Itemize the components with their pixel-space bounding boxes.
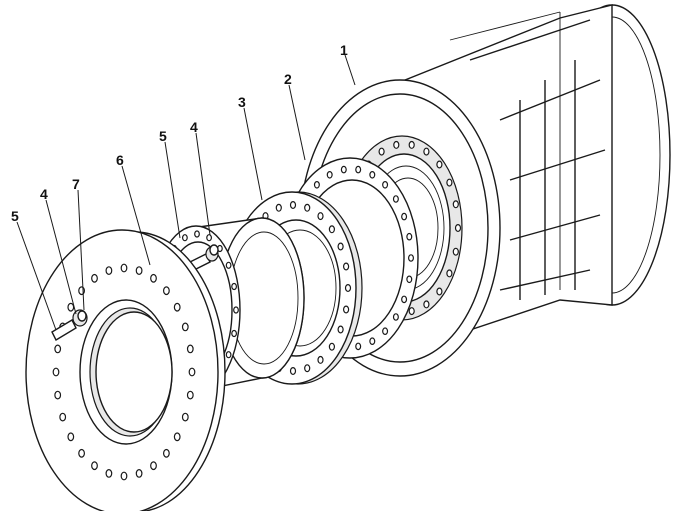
callout-5-upper: 5 (159, 128, 167, 144)
flange-3-bolt-hole (343, 262, 350, 271)
housing-bolt-hole (452, 200, 459, 209)
callout-7: 7 (72, 176, 80, 192)
bolt-part-5-lower (51, 309, 88, 341)
hub-bolt-hole (194, 230, 200, 238)
housing-bolt-hole (423, 300, 430, 309)
callout-3: 3 (238, 94, 246, 110)
ring-2-bolt-hole (392, 195, 399, 203)
housing-bolt-hole (393, 140, 400, 149)
disc-bolt-hole (186, 344, 194, 354)
disc-bolt-hole (91, 273, 98, 283)
housing-bolt-hole (454, 224, 462, 233)
disc-bolt-hole (120, 263, 128, 273)
callout-4-upper: 4 (190, 119, 198, 135)
flange-3-bolt-hole (317, 355, 324, 364)
housing-bolt-hole (423, 147, 430, 156)
disc-bolt-hole (54, 344, 62, 354)
disc-bolt-hole (150, 273, 157, 283)
disc-bolt-hole (52, 367, 60, 377)
ring-2-bolt-hole (401, 212, 408, 221)
flange-3-bolt-hole (304, 203, 311, 212)
disc-bolt-hole (135, 469, 143, 478)
hub-bolt-hole (206, 234, 213, 242)
hub-bolt-hole (231, 329, 238, 338)
flange-3-bolt-hole (289, 201, 297, 210)
flange-3-bolt-hole (304, 364, 311, 373)
disc-bolt-hole (135, 266, 143, 276)
disc-bolt-hole (162, 448, 170, 458)
ring-2-bolt-hole (401, 295, 408, 304)
flange-3-bolt-hole (328, 225, 335, 234)
disc-bolt-hole (181, 412, 189, 422)
housing-bolt-hole (452, 247, 459, 256)
hub-bolt-hole (181, 234, 188, 242)
flange-3-bolt-hole (328, 342, 335, 351)
hub-bolt-hole (231, 282, 238, 291)
ring-2-bolt-hole (326, 171, 333, 179)
disc-bolt-hole (120, 471, 128, 481)
flange-3-bolt-hole (275, 203, 282, 212)
callout-leaders (16, 54, 356, 331)
disc-bolt-hole (67, 302, 75, 312)
callout-2: 2 (284, 71, 292, 87)
ring-2-bolt-hole (382, 181, 389, 189)
disc-bolt-hole (59, 412, 67, 422)
ring-2-bolt-hole (406, 275, 413, 284)
ring-2-bolt-hole (408, 254, 415, 262)
callout-5-lower: 5 (11, 208, 19, 224)
flange-3-bolt-hole (289, 367, 297, 376)
bolt-part-5-upper (189, 244, 219, 271)
ring-2-bolt-hole (355, 165, 362, 174)
disc-bolt-hole (150, 461, 157, 471)
disc-part-7 (25, 229, 226, 511)
hub-bolt-hole (225, 261, 232, 269)
housing-bolt-hole (378, 147, 385, 156)
housing-bolt-hole (446, 178, 453, 187)
disc-bolt-holes (52, 263, 196, 481)
housing-bolt-hole (436, 160, 443, 169)
ring-2-bolt-hole (313, 181, 320, 189)
flange-3-bolt-hole (344, 284, 352, 293)
callout-4-lower: 4 (40, 186, 48, 202)
ring-2-bolt-hole (369, 337, 376, 346)
disc-bolt-hole (91, 461, 98, 471)
callout-6: 6 (116, 152, 124, 168)
ring-2-bolt-hole (355, 342, 362, 351)
housing-bolt-hole (446, 269, 453, 278)
ring-2-bolt-hole (406, 232, 413, 241)
disc-bolt-hole (188, 367, 196, 377)
disc-bolt-hole (54, 390, 62, 400)
disc-bolt-hole (67, 432, 75, 442)
hub-bolt-hole (233, 306, 239, 314)
disc-bolt-hole (173, 432, 181, 442)
disc-bolt-hole (105, 266, 113, 276)
ring-2-bolt-hole (392, 313, 399, 321)
ring-2-bolt-hole (369, 171, 376, 179)
disc-bolt-hole (162, 286, 170, 296)
callout-1: 1 (340, 42, 348, 58)
disc-bolt-hole (181, 322, 189, 332)
flange-3-bolt-hole (317, 212, 324, 221)
disc-bolt-hole (105, 469, 113, 478)
ring-2-bolt-hole (382, 327, 389, 336)
ring-2-bolt-hole (340, 165, 347, 174)
flange-3-bolt-hole (343, 305, 350, 314)
disc-bolt-hole (78, 448, 85, 458)
disc-bolt-hole (186, 390, 194, 400)
disc-bolt-hole (173, 302, 181, 312)
housing-bolt-hole (436, 287, 443, 296)
housing-bolt-hole (408, 307, 415, 316)
flange-3-bolt-hole (337, 242, 344, 251)
flange-3-bolt-hole (337, 325, 344, 334)
housing-bolt-hole (408, 140, 415, 149)
hub-bolt-hole (225, 351, 232, 359)
